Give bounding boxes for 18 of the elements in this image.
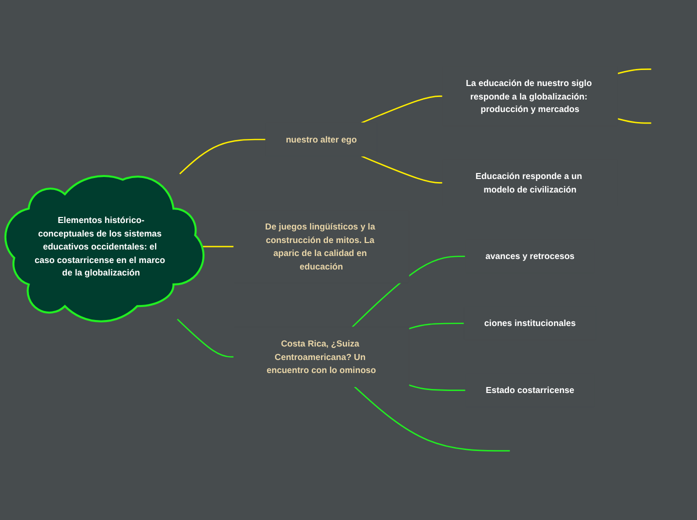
node-text: De juegos lingüísticos y la construcción de mitos. La aparic de la calidad en educación	[265, 222, 376, 272]
connector	[617, 118, 652, 124]
node-text: Estado costarricense	[486, 385, 574, 396]
node-text: ciones institucionales	[484, 318, 576, 328]
node-text: Costa Rica, ¿Suiza Centroamericana? Un encuentro con lo ominoso	[266, 338, 376, 375]
connector	[352, 256, 466, 328]
connector	[179, 138, 266, 174]
node-text: Educación responde a un modelo de civilización	[476, 171, 582, 194]
connector	[408, 322, 464, 330]
connector	[361, 95, 442, 124]
connector	[408, 384, 466, 392]
connector	[176, 318, 234, 358]
connector	[354, 386, 510, 452]
connector	[361, 156, 442, 184]
connector	[617, 68, 652, 74]
node-text: avances y retrocesos	[486, 251, 575, 262]
node-text: nuestro alter ego	[286, 134, 357, 144]
node-text: La educación de nuestro siglo responde a la globalización: producción y mercados	[466, 78, 592, 114]
